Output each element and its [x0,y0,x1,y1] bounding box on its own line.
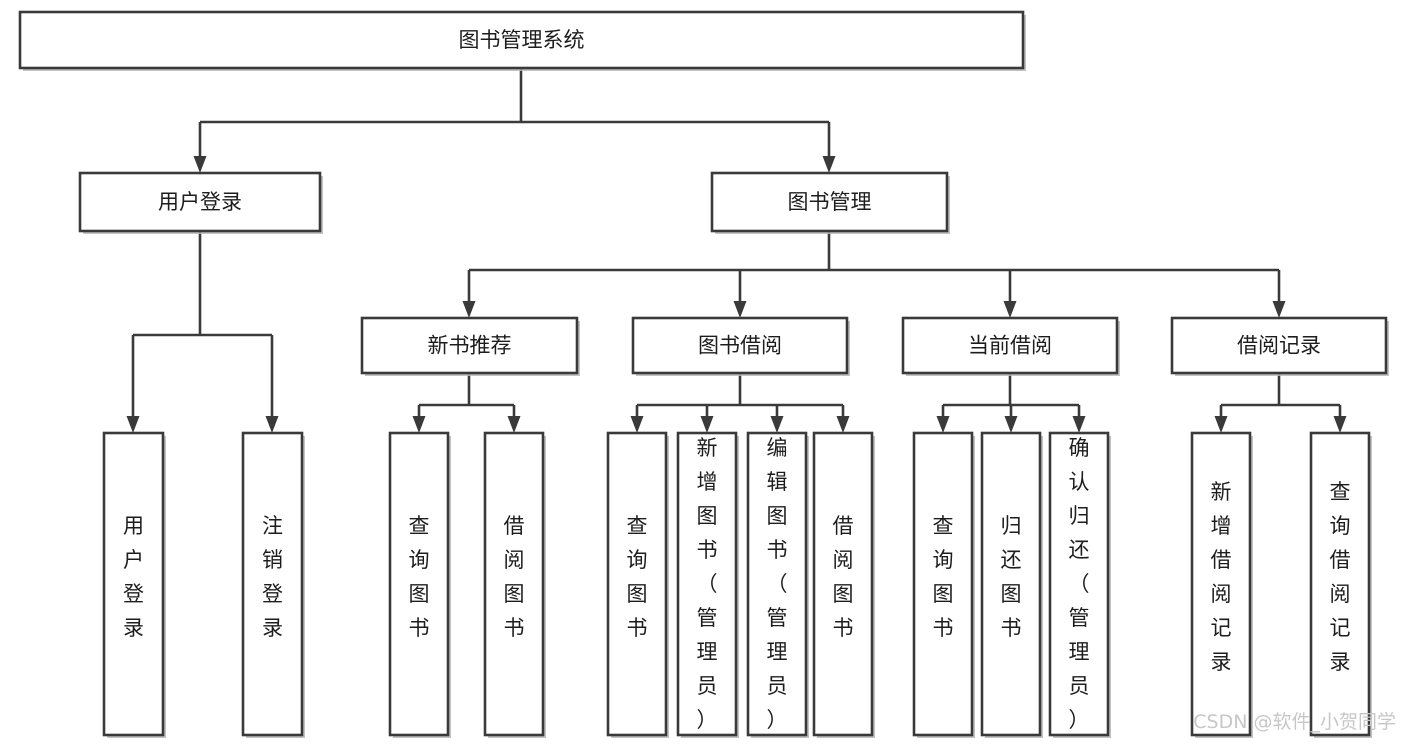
node-rect[interactable] [1190,431,1252,737]
node-rect[interactable] [1309,431,1371,737]
connector-group-borrow-record-to-leaves [1214,373,1347,433]
node-rect[interactable] [388,431,450,737]
node-label: 归还图书 [1001,514,1022,640]
node-leaf-borrow-book[interactable]: 借阅图书 [812,431,875,738]
csdn-watermark: CSDN @软件_小贺同学 [1193,711,1396,733]
node-leaf-user-logout[interactable]: 注销登录 [241,431,305,738]
arrow-head-icon [1004,416,1018,433]
node-label: 查询图书 [933,514,954,640]
node-current-borrow[interactable]: 当前借阅 [901,316,1120,376]
node-label: 借阅图书 [833,514,854,640]
node-label: 图书管理系统 [459,28,585,52]
node-label: 查询借阅记录 [1330,480,1351,674]
arrow-head-icon [1214,416,1228,433]
arrow-head-icon [265,416,279,433]
node-rect[interactable] [710,171,949,233]
node-rect[interactable] [483,431,545,737]
arrow-head-icon [412,416,426,433]
arrow-head-icon [733,301,747,318]
node-label: 用户登录 [158,190,242,214]
node-label: 新增图书（管理员） [697,436,718,732]
node-leaf-borrow-book-recommend[interactable]: 借阅图书 [483,431,546,738]
arrow-head-icon [1333,416,1347,433]
node-rect[interactable] [18,10,1025,70]
node-rect[interactable] [606,431,668,737]
connector-group-new-book-recommend-to-leaves [412,373,521,433]
node-label: 查询图书 [627,514,648,640]
arrow-head-icon [1003,301,1017,318]
connector-group-current-borrow-to-leaves [936,373,1086,433]
node-label: 编辑图书（管理员） [767,436,788,732]
node-leaf-query-borrow-record[interactable]: 查询借阅记录 [1309,431,1372,738]
node-label: 新书推荐 [428,334,512,358]
node-new-book-recommend[interactable]: 新书推荐 [360,316,580,376]
arrow-head-icon [1272,301,1286,318]
node-rect[interactable] [812,431,874,737]
node-root[interactable]: 图书管理系统 [18,10,1026,71]
node-rect[interactable] [901,316,1119,375]
node-user-login[interactable]: 用户登录 [78,171,323,234]
node-rect[interactable] [241,431,304,737]
node-label: 图书借阅 [698,334,782,358]
node-leaf-query-book-current[interactable]: 查询图书 [912,431,975,738]
node-leaf-user-login[interactable]: 用户登录 [102,431,166,738]
arrow-head-icon [126,416,140,433]
node-leaf-edit-book-admin[interactable]: 编辑图书（管理员） [746,431,809,738]
node-rect[interactable] [676,431,738,737]
node-label: 确认归还（管理员） [1069,436,1090,732]
node-label: 借阅记录 [1237,334,1321,358]
arrow-head-icon [936,416,950,433]
arrow-head-icon [822,156,836,173]
connectors-layer [126,68,1347,433]
node-book-management[interactable]: 图书管理 [710,171,950,234]
arrow-head-icon [193,156,207,173]
arrow-head-icon [507,416,521,433]
node-label: 借阅图书 [504,514,525,640]
arrow-head-icon [1072,416,1086,433]
node-book-borrow[interactable]: 图书借阅 [631,316,850,376]
connector-group-root-to-level2 [193,68,836,173]
node-leaf-confirm-return-admin[interactable]: 确认归还（管理员） [1048,431,1111,738]
node-label: 当前借阅 [968,334,1052,358]
node-label: 新增借阅记录 [1211,480,1232,674]
node-label: 图书管理 [788,190,872,214]
node-rect[interactable] [1170,316,1388,375]
node-label: 查询图书 [409,514,430,640]
node-leaf-return-book[interactable]: 归还图书 [980,431,1043,738]
node-rect[interactable] [912,431,974,737]
nodes-layer: 图书管理系统用户登录图书管理新书推荐图书借阅当前借阅借阅记录用户登录注销登录查询… [18,10,1389,738]
node-rect[interactable] [102,431,165,737]
node-leaf-query-book[interactable]: 查询图书 [606,431,669,738]
node-rect[interactable] [1048,431,1110,737]
node-leaf-add-borrow-record[interactable]: 新增借阅记录 [1190,431,1253,738]
node-rect[interactable] [78,171,322,233]
arrow-head-icon [462,301,476,318]
node-rect[interactable] [360,316,579,375]
connector-group-book-management-to-level3 [462,231,1286,318]
node-borrow-record[interactable]: 借阅记录 [1170,316,1389,376]
node-leaf-add-book-admin[interactable]: 新增图书（管理员） [676,431,739,738]
arrow-head-icon [770,416,784,433]
arrow-head-icon [700,416,714,433]
node-rect[interactable] [980,431,1042,737]
node-leaf-query-book-recommend[interactable]: 查询图书 [388,431,451,738]
connector-group-book-borrow-to-leaves [630,373,850,433]
arrow-head-icon [836,416,850,433]
arrow-head-icon [630,416,644,433]
node-label: 注销登录 [262,514,283,640]
connector-group-user-login-to-leaves [126,231,279,433]
node-rect[interactable] [746,431,808,737]
node-rect[interactable] [631,316,849,375]
node-label: 用户登录 [123,514,144,640]
